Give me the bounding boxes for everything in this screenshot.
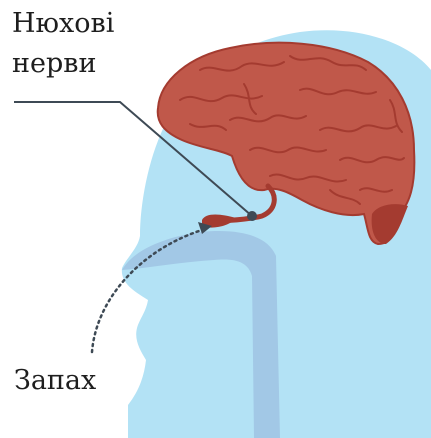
olfactory-nerves-label-line1: Нюхові bbox=[12, 4, 114, 44]
olfactory-nerves-label-line2: нерви bbox=[12, 44, 114, 84]
olfactory-nerves-label: Нюхові нерви bbox=[12, 4, 114, 84]
smell-label: Запах bbox=[14, 361, 96, 401]
nerve-pointer-dot bbox=[247, 211, 257, 221]
